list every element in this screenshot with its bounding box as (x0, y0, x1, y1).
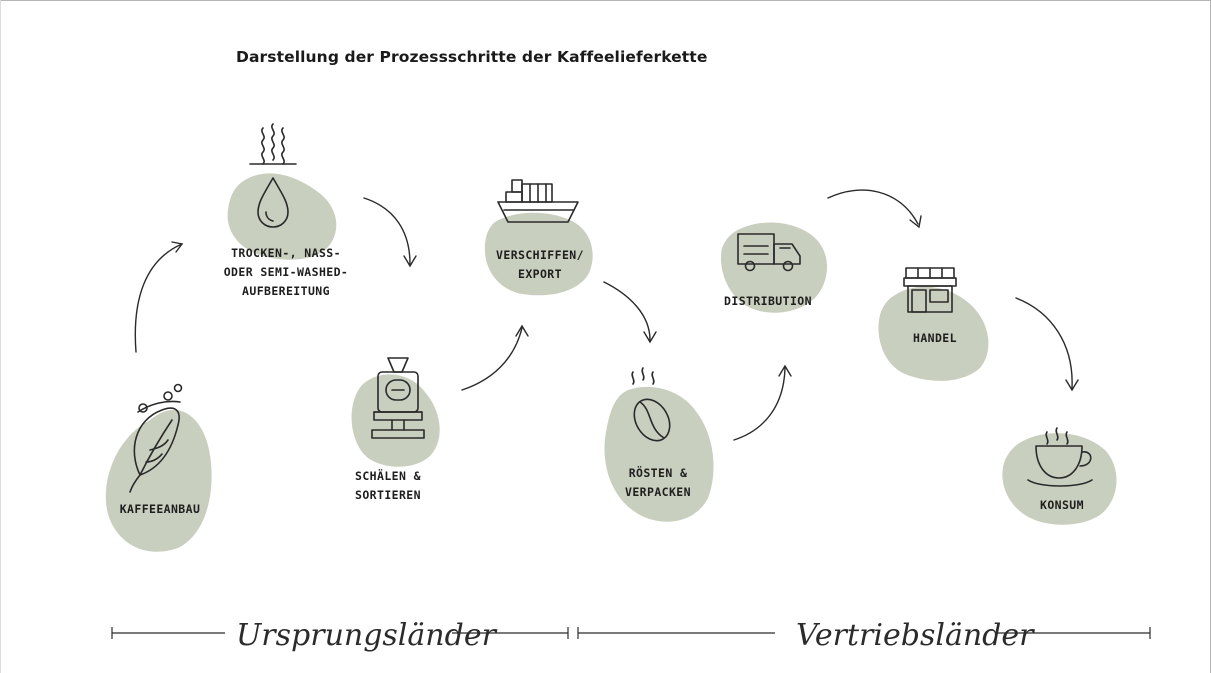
arrow-anbau-to-aufbereitung (134, 243, 183, 353)
blob-handel (878, 286, 989, 381)
blob-kaffeeanbau (105, 409, 212, 552)
frame-top-border (0, 0, 1211, 1)
region-label-sales: Vertriebsländer (796, 618, 1035, 653)
cargo-ship-icon (497, 179, 579, 223)
blob-export (484, 212, 593, 296)
region-label-origin: Ursprungsländer (236, 618, 498, 653)
label-konsum: KONSUM (1040, 498, 1084, 512)
blob-konsum (1002, 433, 1117, 525)
water-drop-steam-icon (249, 123, 297, 228)
label-schaelen-line1: SCHÄLEN & (355, 468, 421, 483)
label-aufbereitung-line3: AUFBEREITUNG (242, 284, 330, 298)
frame-left-border (0, 0, 1, 673)
blob-distribution (720, 222, 828, 313)
arrow-schaelen-to-export (461, 327, 523, 391)
delivery-truck-icon (737, 233, 801, 272)
label-roesten-line2: VERPACKEN (625, 485, 691, 499)
label-handel: HANDEL (913, 331, 957, 345)
label-aufbereitung-line1: TROCKEN-, NASS- (231, 246, 341, 260)
shop-icon (903, 267, 957, 313)
region-axis (111, 627, 1151, 639)
label-roesten-line1: RÖSTEN & (629, 465, 688, 480)
arrow-roesten-to-distribution (733, 367, 786, 441)
hulling-machine-icon (371, 357, 425, 439)
label-export-line1: VERSCHIFFEN/ (496, 248, 584, 262)
arrow-handel-to-konsum (1015, 297, 1073, 389)
label-aufbereitung-line2: ODER SEMI-WASHED- (224, 265, 349, 279)
coffee-cup-icon (1027, 427, 1093, 487)
roasted-bean-icon (631, 367, 671, 442)
blob-roesten (604, 386, 714, 522)
label-export-line2: EXPORT (518, 267, 562, 281)
arrow-aufbereitung-to-schaelen (363, 197, 411, 265)
label-kaffeeanbau: KAFFEEANBAU (120, 502, 201, 516)
blob-aufbereitung (227, 173, 337, 260)
coffee-plant-leaf-icon (129, 383, 183, 493)
arrow-distribution-to-handel (827, 189, 919, 225)
flow-arrows (134, 189, 1079, 441)
label-schaelen-line2: SORTIEREN (355, 488, 421, 502)
label-distribution: DISTRIBUTION (724, 294, 812, 308)
arrow-export-to-roesten (603, 281, 651, 341)
diagram-title: Darstellung der Prozessschritte der Kaff… (236, 48, 708, 66)
